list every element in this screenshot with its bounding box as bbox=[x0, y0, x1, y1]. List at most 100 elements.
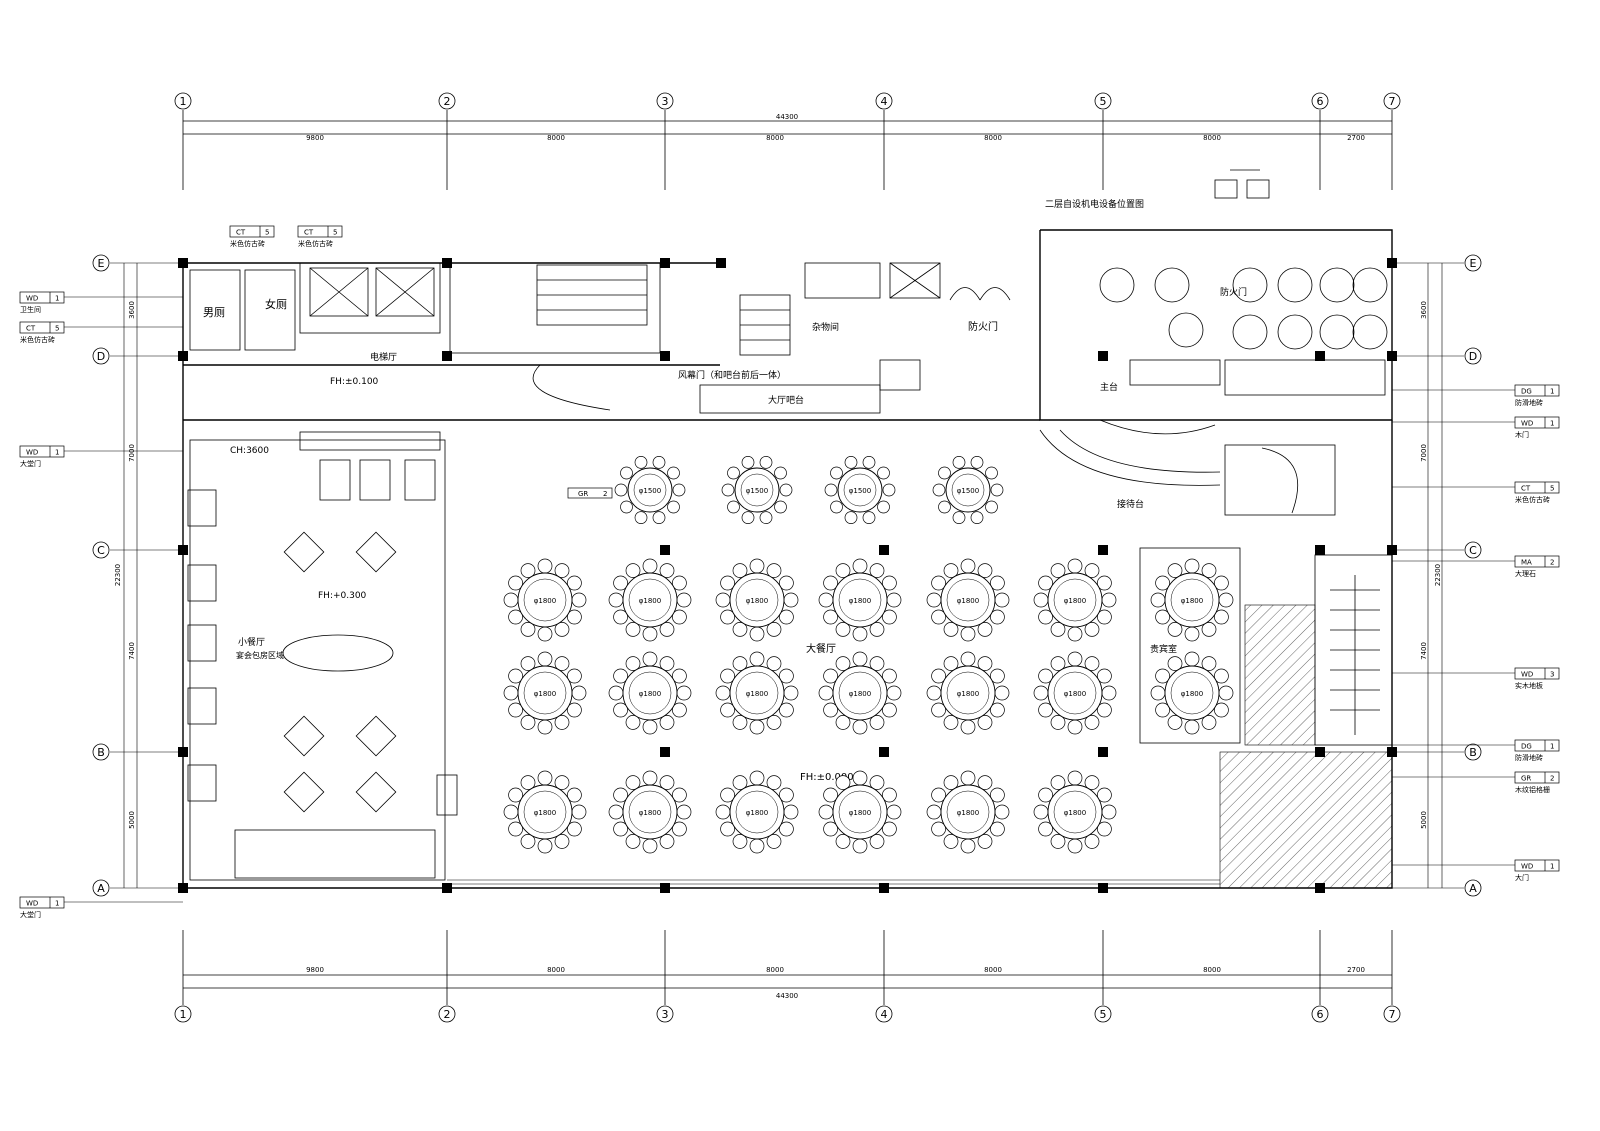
chair bbox=[715, 804, 731, 820]
bottom-dimension-chain bbox=[182, 930, 1393, 1005]
table-top bbox=[1164, 572, 1220, 628]
tag-desc: 防滑地砖 bbox=[1515, 398, 1543, 407]
tag-num: 3 bbox=[1550, 671, 1554, 679]
chair bbox=[1050, 715, 1066, 730]
chair bbox=[1097, 575, 1112, 591]
chair bbox=[613, 702, 628, 718]
grid-bubbles-right bbox=[1464, 254, 1482, 897]
chair bbox=[852, 719, 868, 735]
chair bbox=[1038, 575, 1053, 591]
chair bbox=[960, 626, 976, 642]
chair bbox=[977, 834, 993, 849]
chair bbox=[642, 651, 658, 667]
chair bbox=[938, 466, 951, 480]
table-inner-ring bbox=[523, 790, 567, 834]
private-rooms bbox=[1039, 267, 1388, 516]
chair bbox=[567, 668, 582, 684]
round-table: φ1500 bbox=[721, 456, 793, 524]
tag-box bbox=[297, 225, 343, 238]
table-inner-ring bbox=[1170, 671, 1214, 715]
table-inner-ring bbox=[735, 790, 779, 834]
round-table: φ1800 bbox=[926, 558, 1010, 642]
row-grid-lines bbox=[110, 262, 1464, 889]
chair bbox=[1084, 563, 1100, 578]
grid-bubbles-top bbox=[174, 92, 1401, 110]
table-size-label: φ1500 bbox=[849, 487, 871, 495]
tag-code: WD bbox=[26, 900, 38, 908]
left-total-dim: 22300 bbox=[114, 564, 122, 586]
chair bbox=[977, 563, 993, 578]
table-inner-ring bbox=[628, 790, 672, 834]
chair bbox=[613, 787, 628, 803]
table-size-label: φ1800 bbox=[746, 597, 768, 605]
tag-box bbox=[1514, 416, 1560, 429]
table-size-label: φ1800 bbox=[957, 809, 979, 817]
chair bbox=[554, 563, 570, 578]
toilet-f-label: 女厕 bbox=[265, 297, 287, 311]
table-top bbox=[729, 784, 785, 840]
bay-dim: 8000 bbox=[547, 134, 565, 142]
chair bbox=[672, 821, 687, 837]
chair bbox=[1218, 592, 1234, 608]
chair bbox=[766, 622, 782, 637]
chair bbox=[835, 715, 851, 730]
chair bbox=[1167, 563, 1183, 578]
chair bbox=[869, 775, 885, 790]
chair bbox=[727, 466, 740, 480]
grid-col-label: 1 bbox=[180, 95, 187, 108]
chair bbox=[672, 575, 687, 591]
chair bbox=[990, 821, 1005, 837]
round-table: φ1800 bbox=[608, 651, 692, 735]
table-top bbox=[940, 572, 996, 628]
chair bbox=[732, 622, 748, 637]
chair bbox=[990, 787, 1005, 803]
chair bbox=[977, 656, 993, 671]
bay-dim: 2700 bbox=[1347, 134, 1365, 142]
chair bbox=[960, 770, 976, 786]
chair bbox=[779, 787, 794, 803]
table-top bbox=[622, 784, 678, 840]
chair bbox=[715, 592, 731, 608]
chair bbox=[749, 651, 765, 667]
chair bbox=[672, 668, 687, 684]
round-table: φ1800 bbox=[608, 558, 692, 642]
chair bbox=[1033, 804, 1049, 820]
chair bbox=[537, 770, 553, 786]
chair bbox=[613, 668, 628, 684]
tag-box bbox=[1514, 384, 1560, 397]
chair bbox=[823, 787, 838, 803]
chair bbox=[554, 834, 570, 849]
table-top bbox=[517, 665, 573, 721]
tag-num: 1 bbox=[55, 295, 59, 303]
fire-door-label: 防火门 bbox=[968, 320, 998, 333]
chair bbox=[1214, 668, 1229, 684]
small-hall-tables bbox=[283, 531, 397, 813]
tag-num: 2 bbox=[1550, 559, 1554, 567]
chair bbox=[1184, 651, 1200, 667]
tag-code: CT bbox=[1521, 485, 1531, 493]
bay-dims-top: 9800 8000 8000 8000 8000 2700 bbox=[306, 134, 1365, 142]
table-top bbox=[517, 572, 573, 628]
chair bbox=[1033, 685, 1049, 701]
chair bbox=[1167, 715, 1183, 730]
bay-dim: 8000 bbox=[1203, 134, 1221, 142]
tag-num: 1 bbox=[1550, 388, 1554, 396]
chair bbox=[1067, 770, 1083, 786]
chair bbox=[990, 668, 1005, 684]
chair bbox=[882, 575, 897, 591]
tag-box bbox=[1514, 667, 1560, 680]
chair bbox=[990, 575, 1005, 591]
chair bbox=[990, 483, 1004, 497]
round-table: φ1800 bbox=[818, 651, 902, 735]
table-size-label: φ1500 bbox=[746, 487, 768, 495]
chair bbox=[1084, 656, 1100, 671]
chair bbox=[537, 719, 553, 735]
chair bbox=[1101, 804, 1117, 820]
chair bbox=[741, 511, 755, 524]
chair bbox=[508, 609, 523, 625]
chair bbox=[1038, 787, 1053, 803]
